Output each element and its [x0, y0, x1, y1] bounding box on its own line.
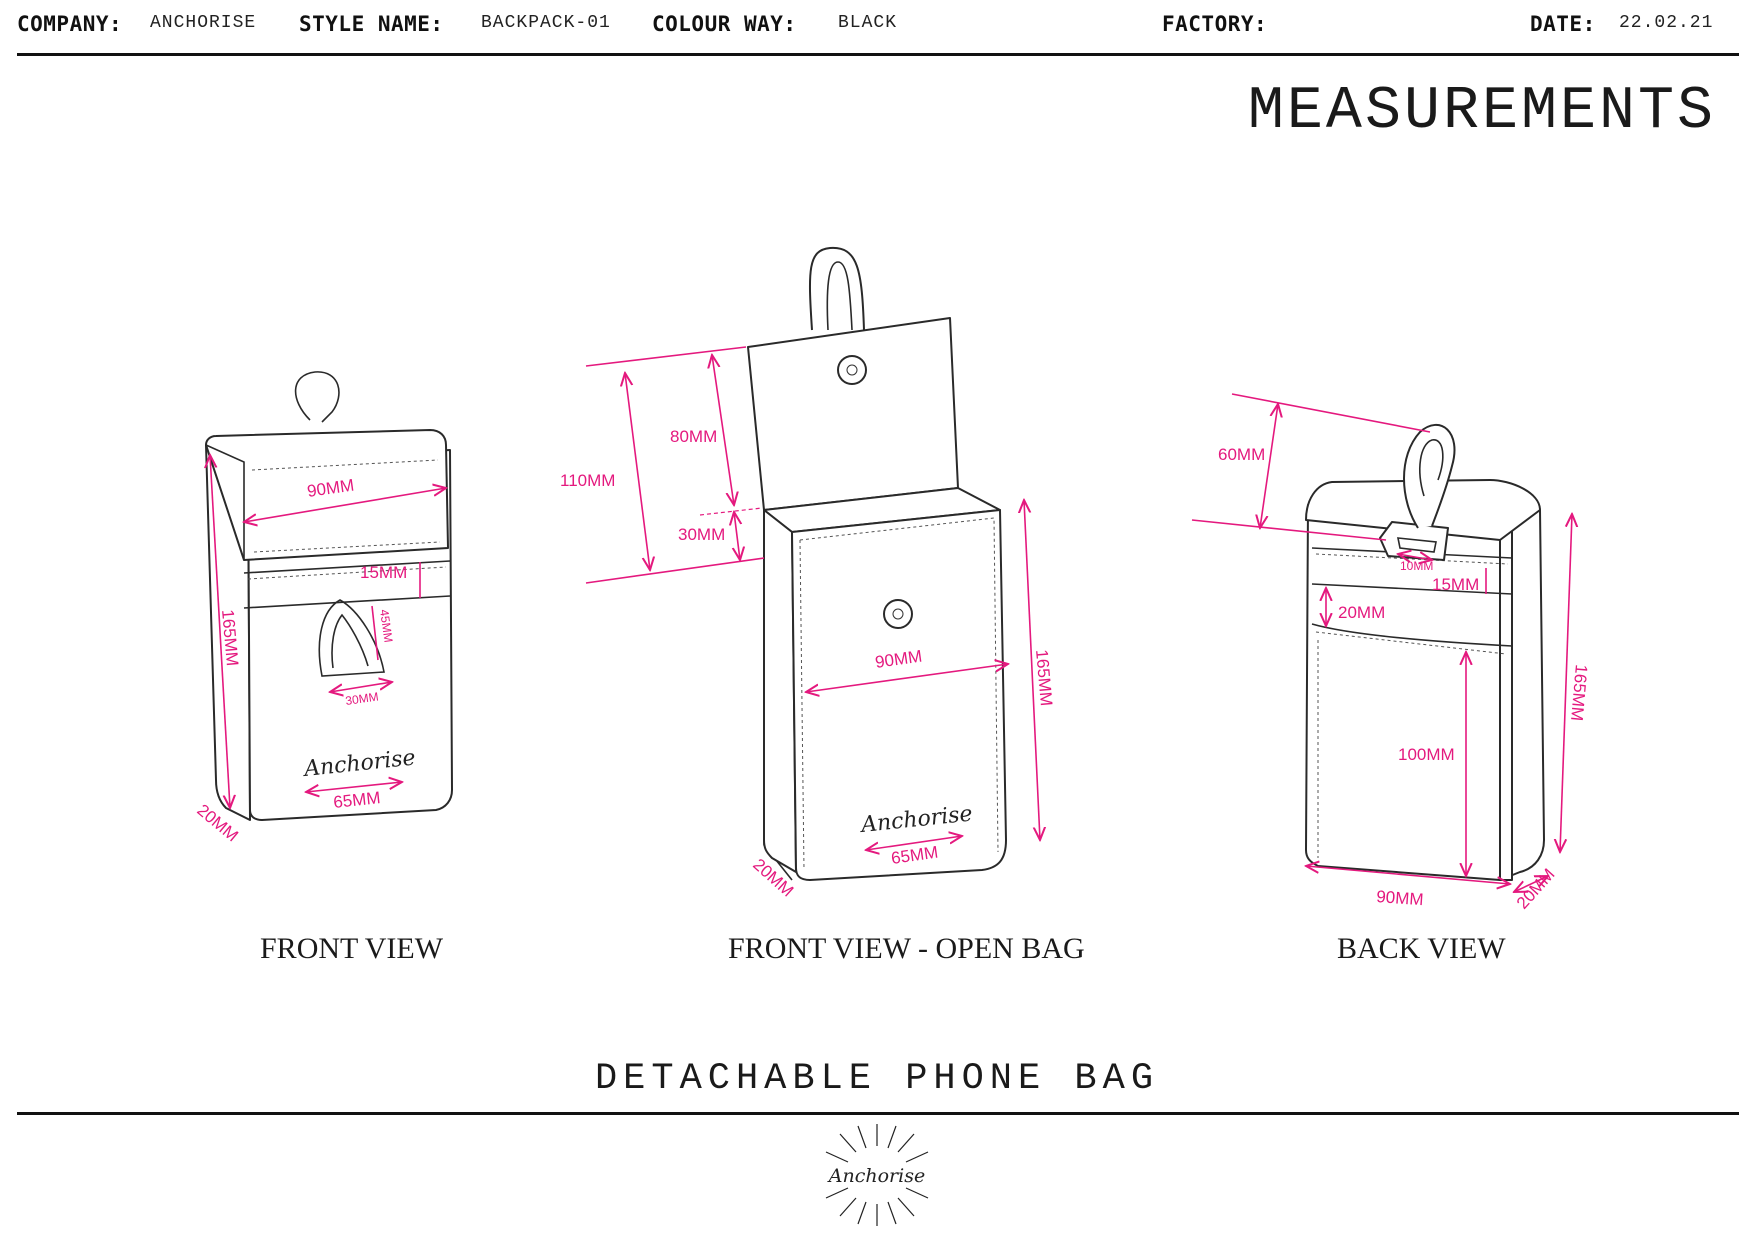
- back-width-dim: 90MM: [1376, 887, 1424, 909]
- tab-loop: [808, 246, 865, 331]
- date-label: DATE:: [1530, 12, 1596, 36]
- colour-way-value: BLACK: [838, 13, 898, 33]
- open-view-label: FRONT VIEW - OPEN BAG: [728, 932, 1085, 965]
- back-band-dim: 15MM: [1432, 575, 1479, 594]
- back-view-label: BACK VIEW: [1337, 932, 1506, 965]
- company-label: COMPANY:: [17, 12, 123, 36]
- front-logo-dim: 65MM: [332, 788, 381, 812]
- front-view-drawing: Anchorise 90MM 15MM 165MM 20MM 45MM 30MM…: [193, 371, 453, 845]
- anchorise-logo: Anchorise: [825, 1124, 929, 1226]
- back-top-band-dim: 20MM: [1338, 603, 1385, 622]
- back-hook-dim: 60MM: [1218, 445, 1265, 464]
- back-height-dim: 165MM: [1567, 664, 1591, 722]
- date-value: 22.02.21: [1619, 13, 1714, 33]
- style-name-label: STYLE NAME:: [299, 12, 444, 36]
- product-subtitle: DETACHABLE PHONE BAG: [594, 1058, 1160, 1100]
- open-flap-total-dim: 110MM: [560, 471, 615, 490]
- front-loop-width-dim: 30MM: [344, 689, 379, 708]
- colour-way-label: COLOUR WAY:: [652, 12, 797, 36]
- sunburst-icon: [825, 1124, 929, 1226]
- company-value: ANCHORISE: [150, 13, 257, 33]
- page-title: MEASUREMENTS: [1247, 78, 1716, 146]
- back-view-drawing: 60MM 10MM 15MM 20MM 100MM 165MM 90MM 20M…: [1191, 393, 1591, 913]
- front-band-dim: 15MM: [360, 563, 407, 582]
- style-name-value: BACKPACK-01: [481, 13, 611, 33]
- front-loop-length-dim: 45MM: [377, 608, 396, 643]
- back-pocket-dim: 100MM: [1398, 745, 1455, 764]
- open-gusset-dim: 30MM: [678, 525, 725, 544]
- front-view-label: FRONT VIEW: [260, 932, 444, 965]
- header-rule: [17, 53, 1739, 56]
- hook-icon: [294, 371, 340, 423]
- footer-rule: [17, 1112, 1739, 1115]
- front-height-dim: 165MM: [218, 609, 242, 667]
- open-view-drawing: Anchorise 110MM 80MM 30MM 90MM 165MM 20M…: [560, 246, 1056, 901]
- factory-label: FACTORY:: [1162, 12, 1268, 36]
- back-strap-dim: 10MM: [1400, 559, 1433, 573]
- spec-header: COMPANY: ANCHORISE STYLE NAME: BACKPACK-…: [0, 0, 1754, 56]
- logo-script: Anchorise: [827, 1165, 925, 1187]
- open-height-dim: 165MM: [1032, 649, 1056, 707]
- open-flap-dim: 80MM: [670, 427, 717, 446]
